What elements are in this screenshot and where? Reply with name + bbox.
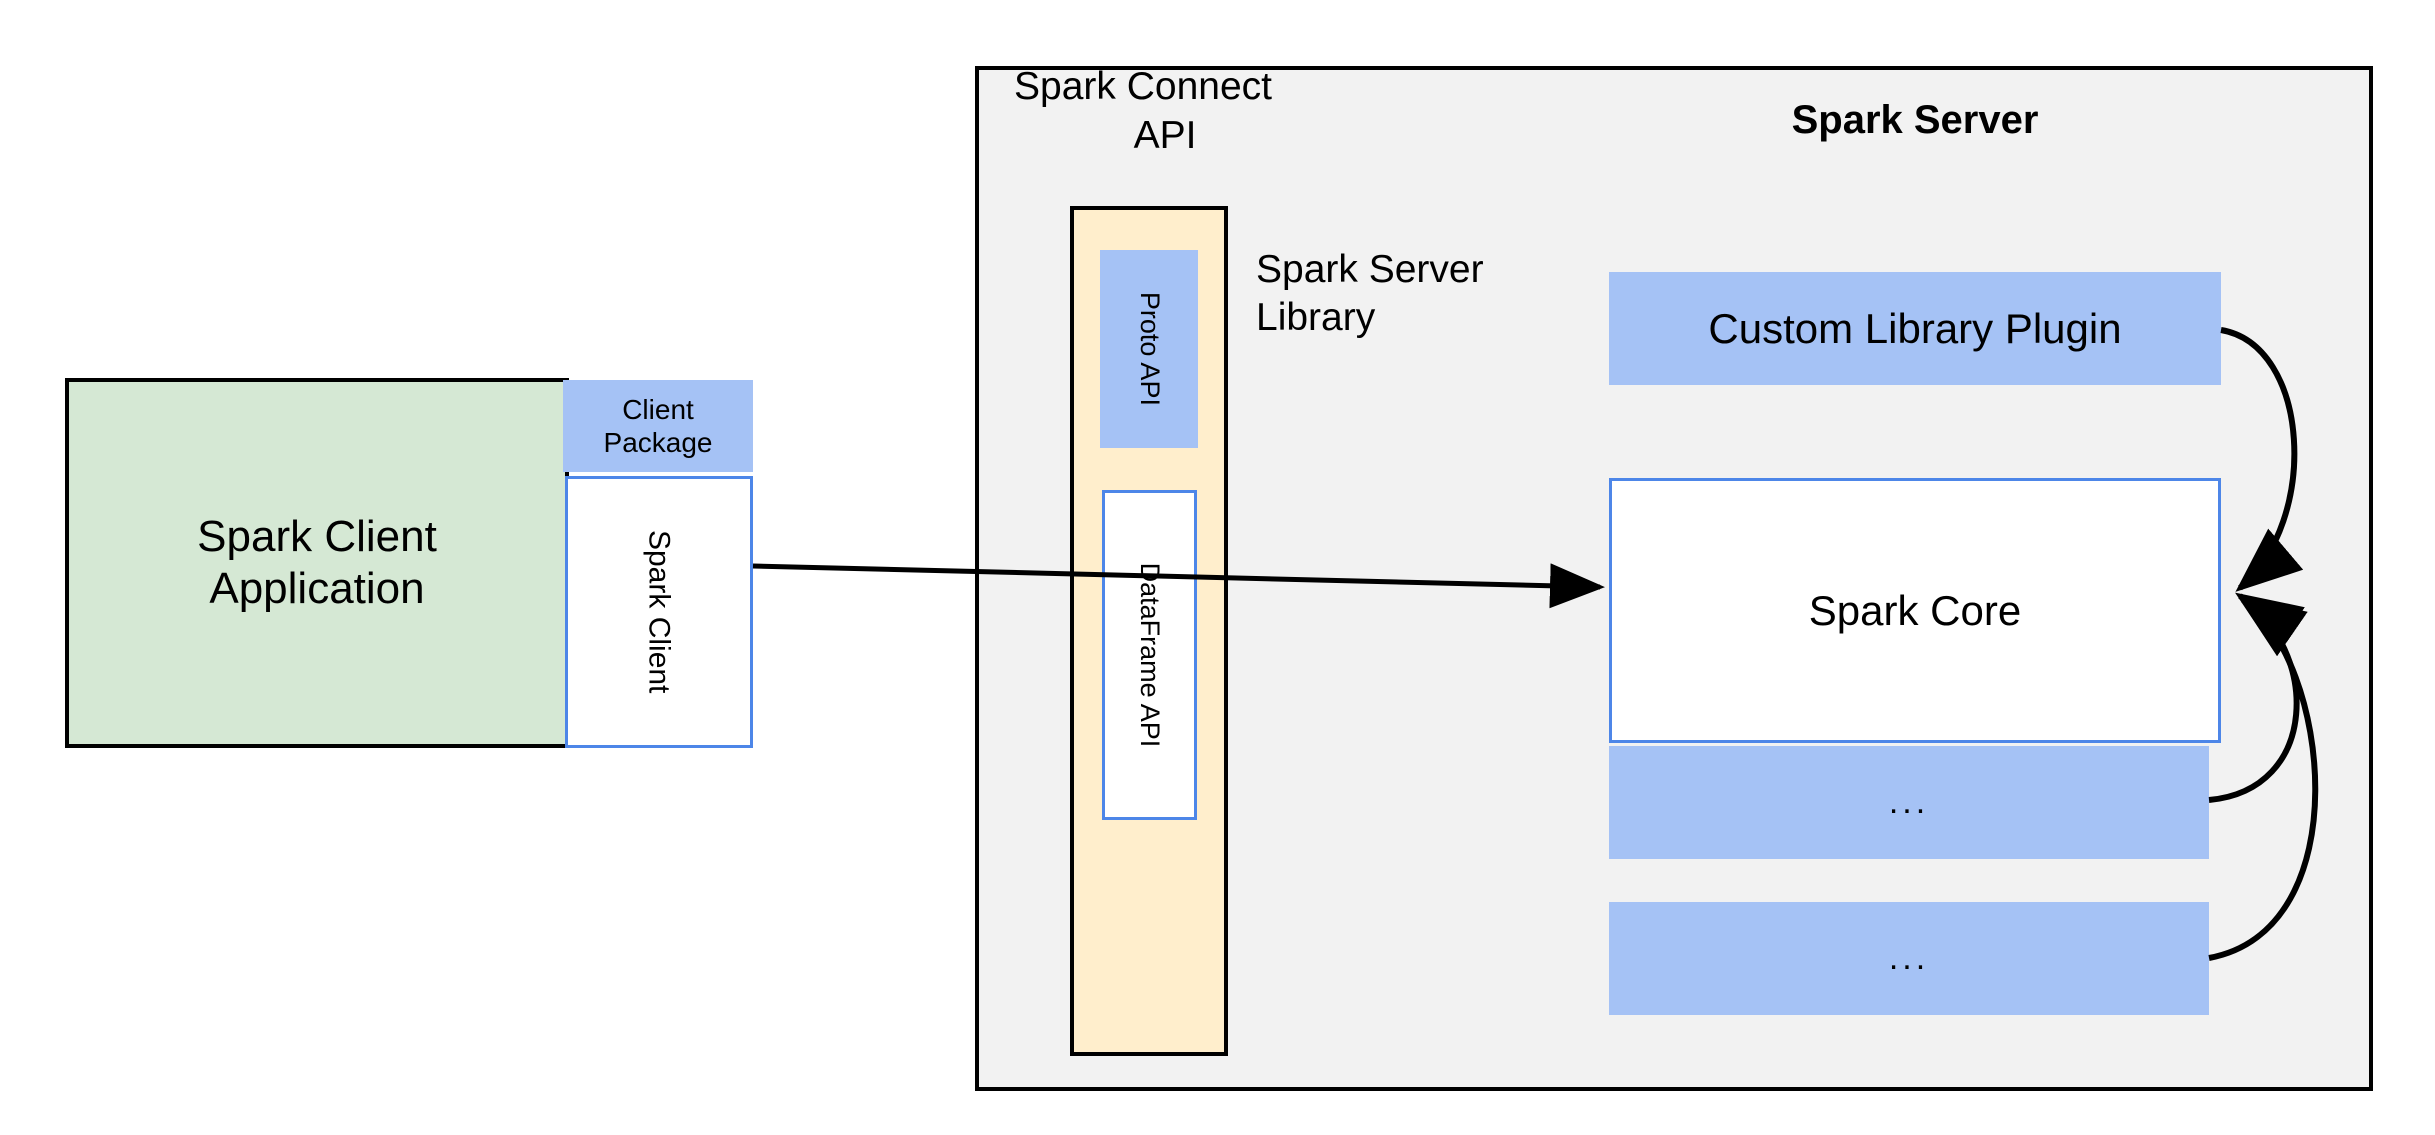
proto-api-label: Proto API: [1134, 291, 1165, 407]
custom-library-plugin-box[interactable]: Custom Library Plugin: [1609, 272, 2221, 385]
spark-client-application-line1: Spark Client: [197, 512, 437, 562]
client-package-line1: Client: [622, 393, 694, 425]
placeholder-component-box-1[interactable]: ...: [1609, 746, 2209, 859]
client-package-line2: Package: [603, 427, 713, 458]
dataframe-api-label: DataFrame API: [1135, 562, 1166, 748]
spark-core-label: Spark Core: [1808, 586, 2022, 634]
dataframe-api-box[interactable]: DataFrame API: [1102, 490, 1197, 820]
spark-client-label: Spark Client: [642, 530, 676, 694]
placeholder-component-box-2[interactable]: ...: [1609, 902, 2209, 1015]
client-package-label: Client Package: [604, 393, 713, 459]
spark-server-library-label: Spark Server Library: [1256, 246, 1586, 341]
placeholder-component-label-2: ...: [1888, 939, 1930, 978]
spark-connect-api-label: Spark Connect API: [1010, 63, 1320, 161]
spark-core-box[interactable]: Spark Core: [1609, 478, 2221, 743]
spark-server-library-label-line1: Spark Server: [1256, 248, 1484, 291]
spark-client-box[interactable]: Spark Client: [565, 476, 753, 748]
client-package-box[interactable]: Client Package: [563, 380, 753, 472]
spark-server-library-label-line2: Library: [1256, 295, 1376, 339]
spark-client-application-label: Spark Client Application: [197, 511, 437, 615]
spark-client-application-box[interactable]: Spark Client Application: [65, 378, 569, 748]
proto-api-box[interactable]: Proto API: [1100, 250, 1198, 448]
custom-library-plugin-label: Custom Library Plugin: [1708, 304, 2122, 352]
spark-server-title: Spark Server: [1791, 98, 2039, 142]
spark-connect-api-label-line1: Spark Connect: [1014, 65, 1272, 108]
spark-client-application-line2: Application: [209, 564, 425, 613]
placeholder-component-label-1: ...: [1888, 783, 1930, 822]
spark-connect-api-label-line2: API: [1133, 113, 1197, 157]
